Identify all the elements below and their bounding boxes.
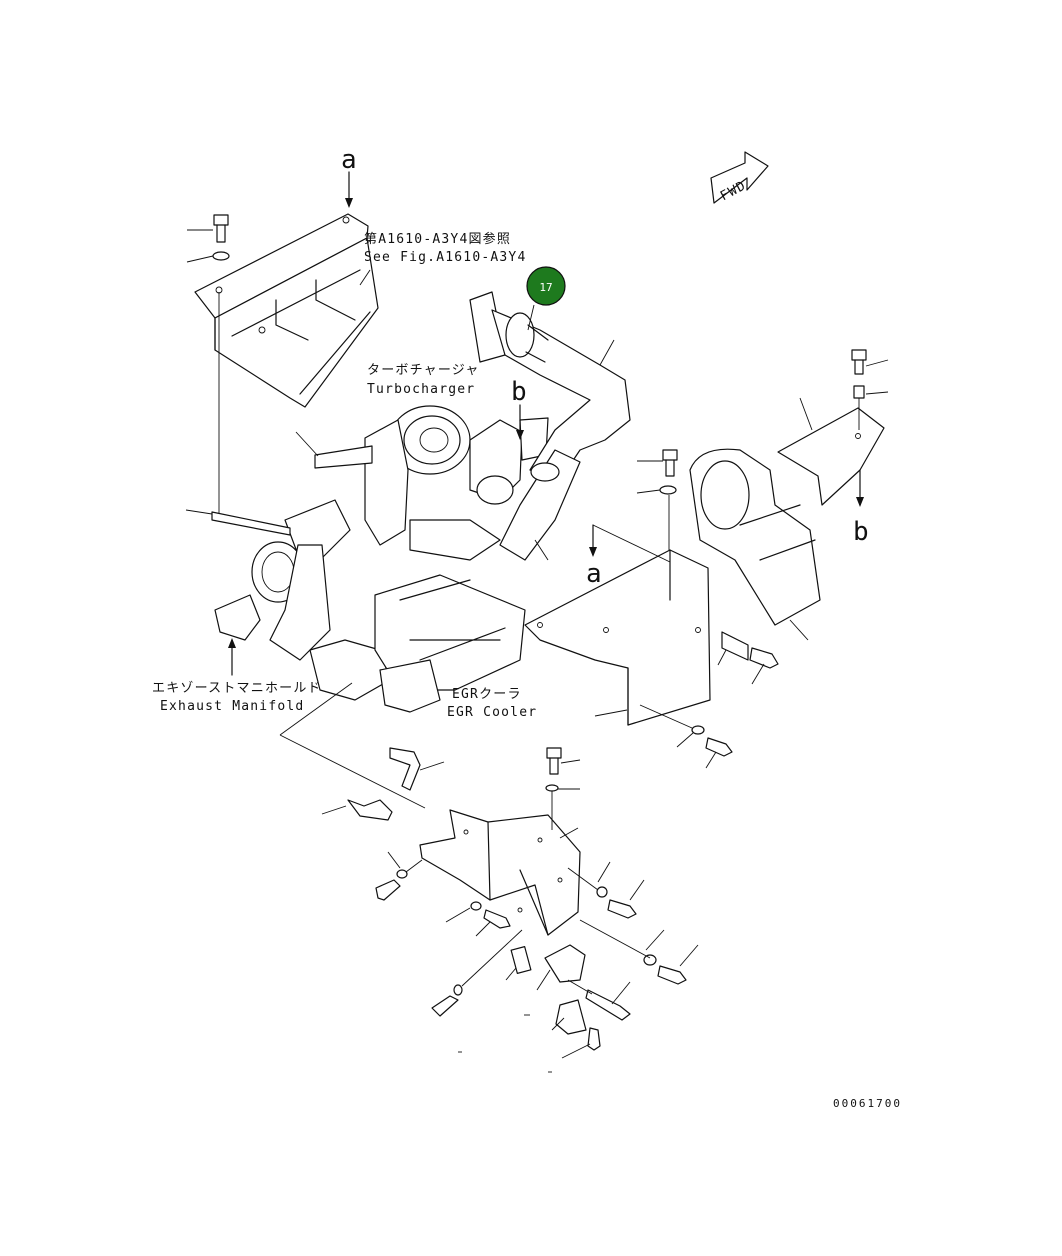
callout-17[interactable]: 17 — [526, 266, 566, 306]
bolt-upper-left-icon[interactable] — [213, 214, 229, 243]
exhaust-manifold[interactable] — [214, 499, 391, 701]
egr-cooler-label-en: EGR Cooler — [447, 705, 537, 720]
bolt-right-icon[interactable] — [749, 647, 779, 669]
spacer-sleeve-icon[interactable] — [510, 945, 532, 975]
bolt-lower-top-icon[interactable] — [546, 747, 562, 775]
washer-lower-top-icon[interactable] — [545, 784, 559, 792]
bolt-upper-right-icon[interactable] — [851, 349, 867, 375]
upper-bracket[interactable] — [194, 213, 379, 408]
exhaust-manifold-label-jp: エキゾーストマニホールド — [152, 681, 322, 696]
view-a-top-label: a — [341, 145, 357, 175]
washer-lower-bottom-icon[interactable] — [453, 984, 463, 996]
turbocharger-label-en: Turbocharger — [367, 382, 475, 397]
view-a-mid-label: a — [586, 559, 602, 589]
bolt-shield-bottom-icon[interactable] — [705, 737, 733, 757]
turbocharger-label-jp: ターボチャージャ — [367, 363, 480, 378]
fwd-arrow-icon: FWD — [710, 151, 769, 204]
view-arrow-b-right: b — [853, 469, 869, 547]
turbocharger[interactable] — [314, 405, 549, 561]
lower-strap[interactable] — [347, 799, 393, 821]
heat-shield-panel[interactable] — [524, 549, 711, 726]
view-arrow-a-top: a — [341, 145, 357, 208]
upper-right-bracket[interactable] — [777, 407, 885, 506]
washer-lower-right-icon[interactable] — [596, 886, 608, 898]
washer-lower-mid-icon[interactable] — [470, 901, 482, 911]
screw-bottom-icon[interactable] — [587, 1027, 601, 1051]
washer-far-right-icon[interactable] — [643, 954, 657, 966]
bolt-lower-right-icon[interactable] — [607, 899, 637, 919]
bolt-far-right-icon[interactable] — [657, 965, 687, 985]
washer-upper-left-icon[interactable] — [212, 251, 230, 261]
view-arrow-b-top: b — [511, 377, 527, 440]
lower-rod[interactable] — [389, 747, 421, 791]
intake-elbow-pipe[interactable] — [469, 291, 631, 561]
view-b-right-label: b — [853, 517, 869, 547]
washer-lower-left-icon[interactable] — [396, 869, 408, 879]
small-bracket-icon[interactable] — [544, 944, 586, 983]
view-b-top-label: b — [511, 377, 527, 407]
view-arrow-a-mid: a — [586, 524, 602, 589]
clip-right-icon[interactable] — [721, 631, 749, 661]
washer-shield-bottom-icon[interactable] — [691, 725, 705, 735]
reference-label-jp: 第A1610-A3Y4図参照 — [364, 231, 511, 247]
lower-mount-bracket[interactable] — [419, 809, 581, 936]
callout-17-number: 17 — [539, 281, 552, 294]
long-bolt-icon[interactable] — [585, 989, 631, 1021]
duct-cover[interactable] — [689, 448, 821, 626]
drawing-number: 00061700 — [833, 1097, 902, 1110]
clip-bottom-icon[interactable] — [555, 999, 587, 1035]
egr-cooler-label-jp: EGRクーラ — [452, 687, 522, 702]
bolt-lower-mid-icon[interactable] — [483, 909, 511, 929]
bolt-shield-top-icon[interactable] — [662, 449, 678, 477]
clamp-strap[interactable] — [211, 511, 291, 536]
bolt-lower-left-icon[interactable] — [375, 879, 401, 901]
washer-shield-top-icon[interactable] — [659, 485, 677, 495]
callout-17-circle[interactable] — [526, 266, 566, 306]
egr-cooler[interactable] — [374, 574, 526, 713]
exhaust-manifold-label-en: Exhaust Manifold — [160, 699, 304, 714]
reference-label-en: See Fig.A1610-A3Y4 — [364, 250, 526, 265]
bolt-lower-bottom-icon[interactable] — [431, 995, 459, 1017]
spacer-upper-right-icon[interactable] — [853, 385, 865, 399]
